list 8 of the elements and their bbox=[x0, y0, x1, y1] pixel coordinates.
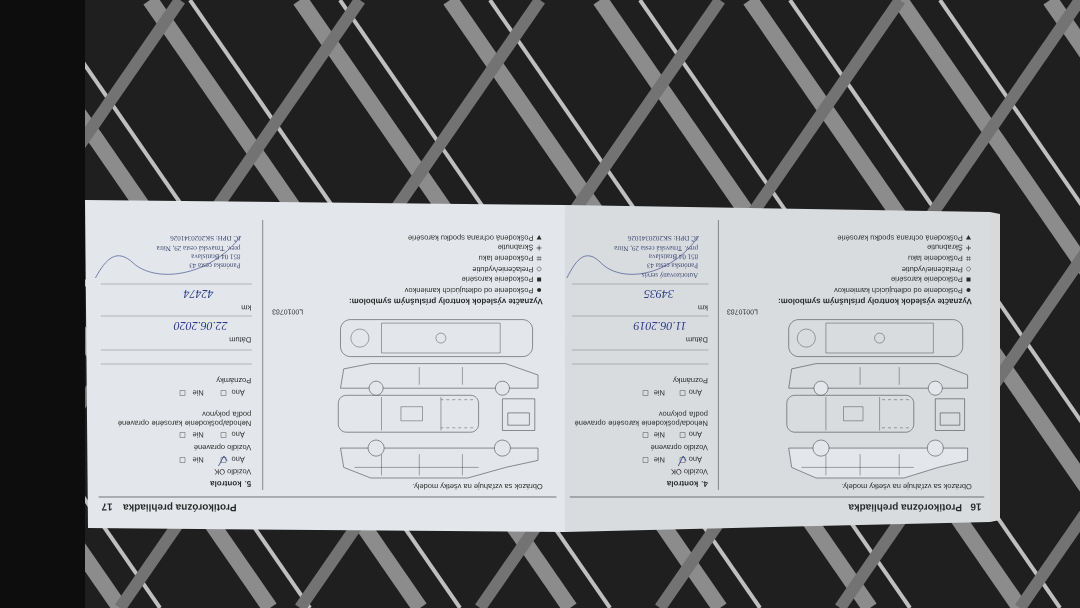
page-header: Protikorózna prehliadka bbox=[848, 502, 962, 512]
page-header: Protikorózna prehliadka bbox=[123, 502, 236, 512]
page-number: 17 bbox=[101, 503, 112, 511]
page-number: 16 bbox=[970, 503, 981, 511]
handwritten-text: 34935 bbox=[644, 290, 674, 298]
handwritten-text: 22.06.2020 bbox=[173, 321, 228, 331]
handwritten-text: 11.06.2019 bbox=[633, 321, 686, 331]
handwritten-text: 42474 bbox=[183, 290, 214, 298]
